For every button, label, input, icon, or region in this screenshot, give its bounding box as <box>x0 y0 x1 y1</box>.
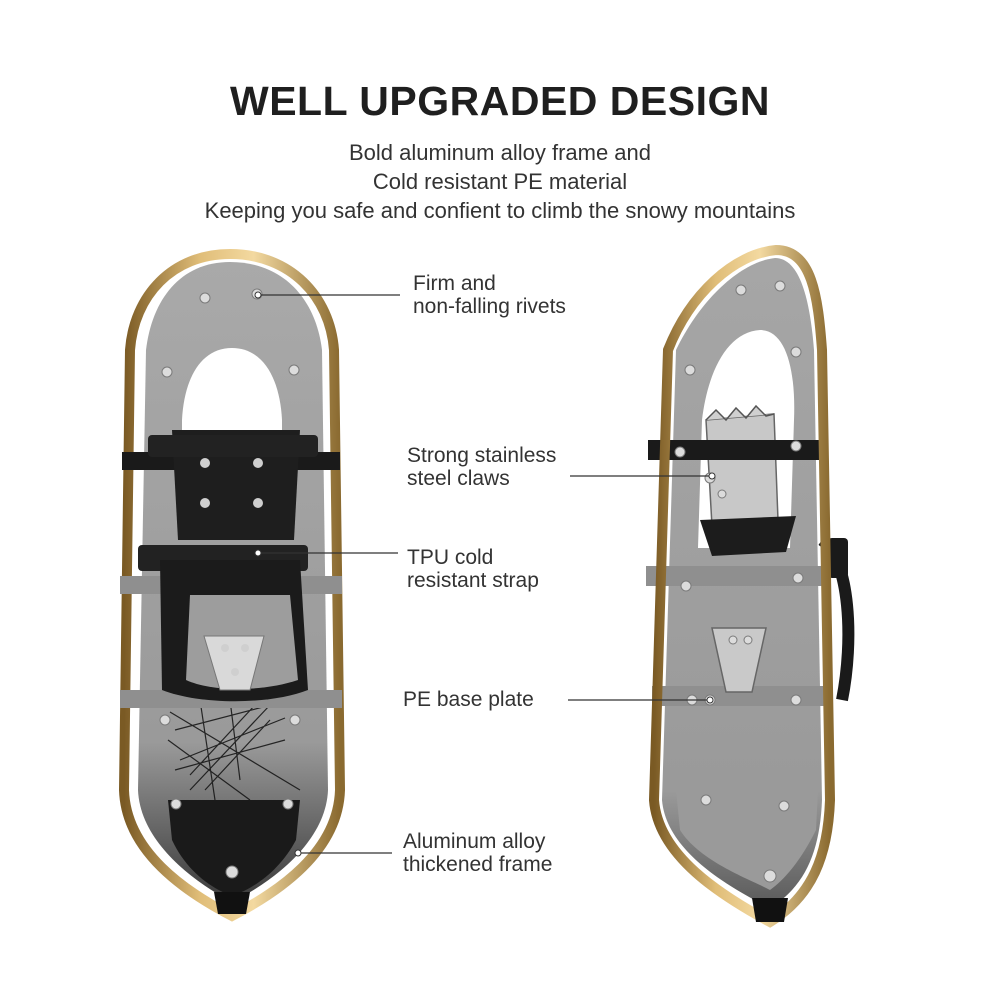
callout-base-plate: PE base plate <box>403 688 534 711</box>
left-rivets <box>159 288 301 879</box>
subtitle-line-3: Keeping you safe and confient to climb t… <box>204 198 796 223</box>
right-heel-claw <box>711 627 767 693</box>
left-snowshoe <box>118 248 346 922</box>
left-frame <box>118 248 346 922</box>
left-binding <box>138 430 318 702</box>
callout-claws-line-2: steel claws <box>407 467 510 490</box>
callout-rivets-line-2: non-falling rivets <box>413 295 566 318</box>
callout-frame: Aluminum alloy thickened frame <box>403 830 552 876</box>
callout-rivets: Firm and non-falling rivets <box>413 272 566 318</box>
right-tail-cap <box>752 898 788 922</box>
left-tail-guard <box>168 800 300 896</box>
callout-frame-line-2: thickened frame <box>403 853 553 876</box>
callout-claws-line-1: Strong stainless <box>407 444 557 467</box>
callout-base-plate-line-1: PE base plate <box>403 688 534 711</box>
left-toe-cutout <box>182 348 282 440</box>
callout-strap: TPU cold resistant strap <box>407 546 539 592</box>
left-tail-cap <box>214 892 250 914</box>
subtitle-line-1: Bold aluminum alloy frame and <box>348 140 652 165</box>
callout-strap-line-1: TPU cold <box>407 546 494 569</box>
page-title: WELL UPGRADED DESIGN <box>230 78 770 124</box>
subtitle-line-2: Cold resistant PE material <box>372 169 628 194</box>
callout-rivets-line-1: Firm and <box>413 272 496 295</box>
right-snowshoe <box>646 244 855 928</box>
callout-dots <box>254 291 716 857</box>
right-rivets <box>674 280 804 883</box>
callout-strap-line-2: resistant strap <box>407 569 539 592</box>
callout-frame-line-1: Aluminum alloy <box>403 830 546 853</box>
callout-claws: Strong stainless steel claws <box>407 444 556 490</box>
left-tail-pattern <box>167 699 301 801</box>
callout-lines <box>258 294 712 854</box>
right-tail-guard <box>676 790 818 890</box>
